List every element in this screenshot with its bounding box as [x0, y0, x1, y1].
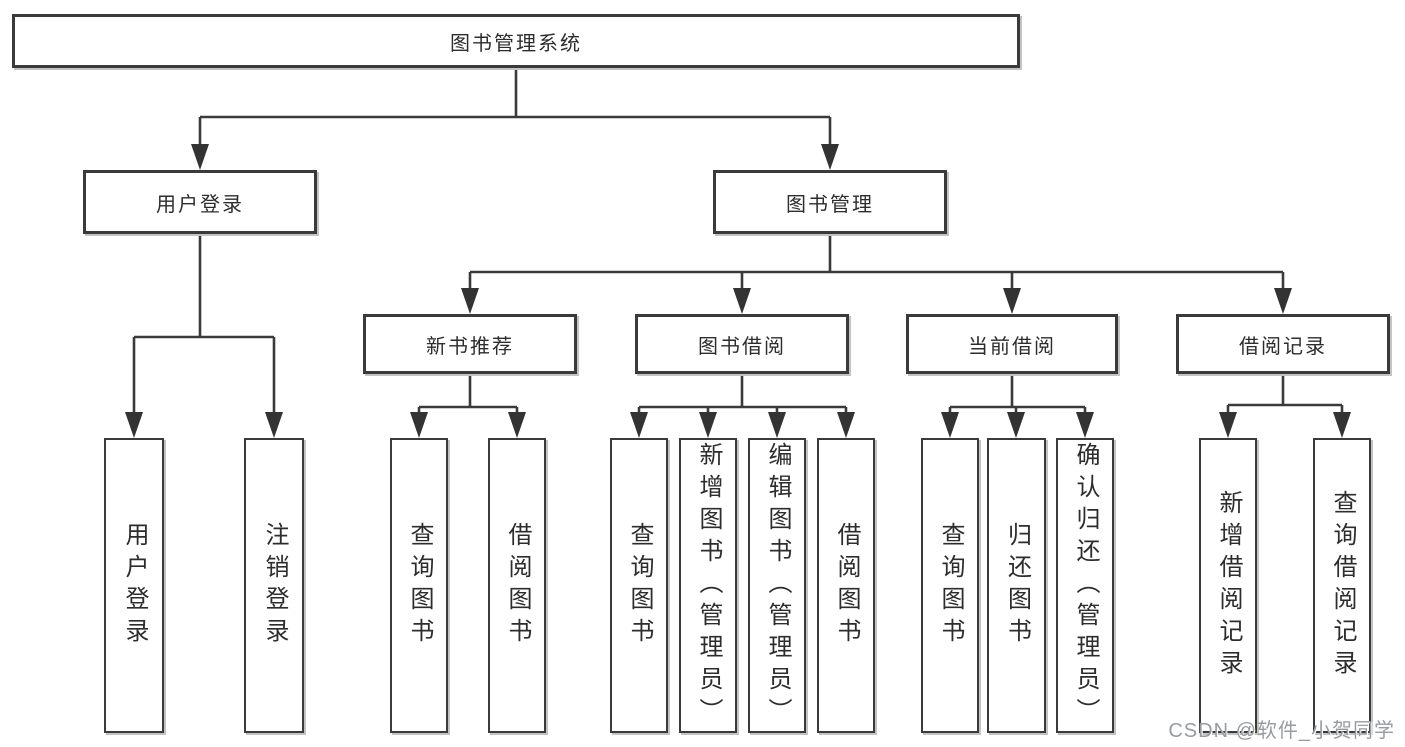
node-new-book-recommendation-label: 新书推荐: [426, 335, 514, 358]
leaf-query-books-current-label: 查询图书: [937, 521, 964, 650]
leaf-add-borrow-record: 新增借阅记录: [1199, 438, 1257, 733]
leaf-confirm-return-admin: 确认归还（管理员）: [1056, 438, 1114, 733]
leaf-user-login: 用户登录: [104, 438, 164, 733]
node-current-borrowing: 当前借阅: [906, 314, 1118, 374]
leaf-logout-label: 注销登录: [261, 521, 288, 650]
leaf-borrow-books-recommend-label: 借阅图书: [504, 521, 531, 650]
node-book-management-label: 图书管理: [786, 193, 874, 216]
node-book-borrowing: 图书借阅: [635, 314, 849, 374]
leaf-query-books-current: 查询图书: [921, 438, 979, 733]
node-book-borrowing-label: 图书借阅: [698, 335, 786, 358]
node-borrowing-records-label: 借阅记录: [1239, 335, 1327, 358]
leaf-confirm-return-admin-label: 确认归还（管理员）: [1072, 441, 1099, 730]
leaf-add-borrow-record-label: 新增借阅记录: [1215, 489, 1242, 682]
leaf-query-books-borrowing: 查询图书: [610, 438, 668, 733]
leaf-edit-book-admin-label: 编辑图书（管理员）: [764, 441, 791, 730]
leaf-query-books-borrowing-label: 查询图书: [626, 521, 653, 650]
leaf-return-books: 归还图书: [987, 438, 1046, 733]
leaf-query-books-recommend: 查询图书: [390, 438, 448, 733]
leaf-query-borrow-record-label: 查询借阅记录: [1329, 489, 1356, 682]
node-user-login: 用户登录: [83, 170, 317, 234]
node-current-borrowing-label: 当前借阅: [968, 335, 1056, 358]
leaf-return-books-label: 归还图书: [1003, 521, 1031, 650]
leaf-user-login-label: 用户登录: [121, 521, 148, 650]
leaf-logout: 注销登录: [244, 438, 304, 733]
leaf-borrow-books-borrowing-label: 借阅图书: [833, 521, 860, 650]
node-user-login-label: 用户登录: [156, 193, 244, 216]
leaf-borrow-books-borrowing: 借阅图书: [817, 438, 875, 733]
watermark: CSDN @软件_小贺同学: [1168, 720, 1395, 742]
leaf-add-book-admin-label: 新增图书（管理员）: [695, 441, 722, 730]
node-library-system-label: 图书管理系统: [450, 32, 582, 55]
leaf-borrow-books-recommend: 借阅图书: [488, 438, 546, 733]
node-new-book-recommendation: 新书推荐: [363, 314, 577, 374]
node-library-system: 图书管理系统: [12, 14, 1020, 68]
leaf-add-book-admin: 新增图书（管理员）: [679, 438, 737, 733]
leaf-edit-book-admin: 编辑图书（管理员）: [748, 438, 806, 733]
node-book-management: 图书管理: [713, 170, 947, 234]
arrowheads: [125, 144, 1351, 438]
node-borrowing-records: 借阅记录: [1176, 314, 1390, 374]
leaf-query-books-recommend-label: 查询图书: [406, 521, 433, 650]
leaf-query-borrow-record: 查询借阅记录: [1313, 438, 1371, 733]
